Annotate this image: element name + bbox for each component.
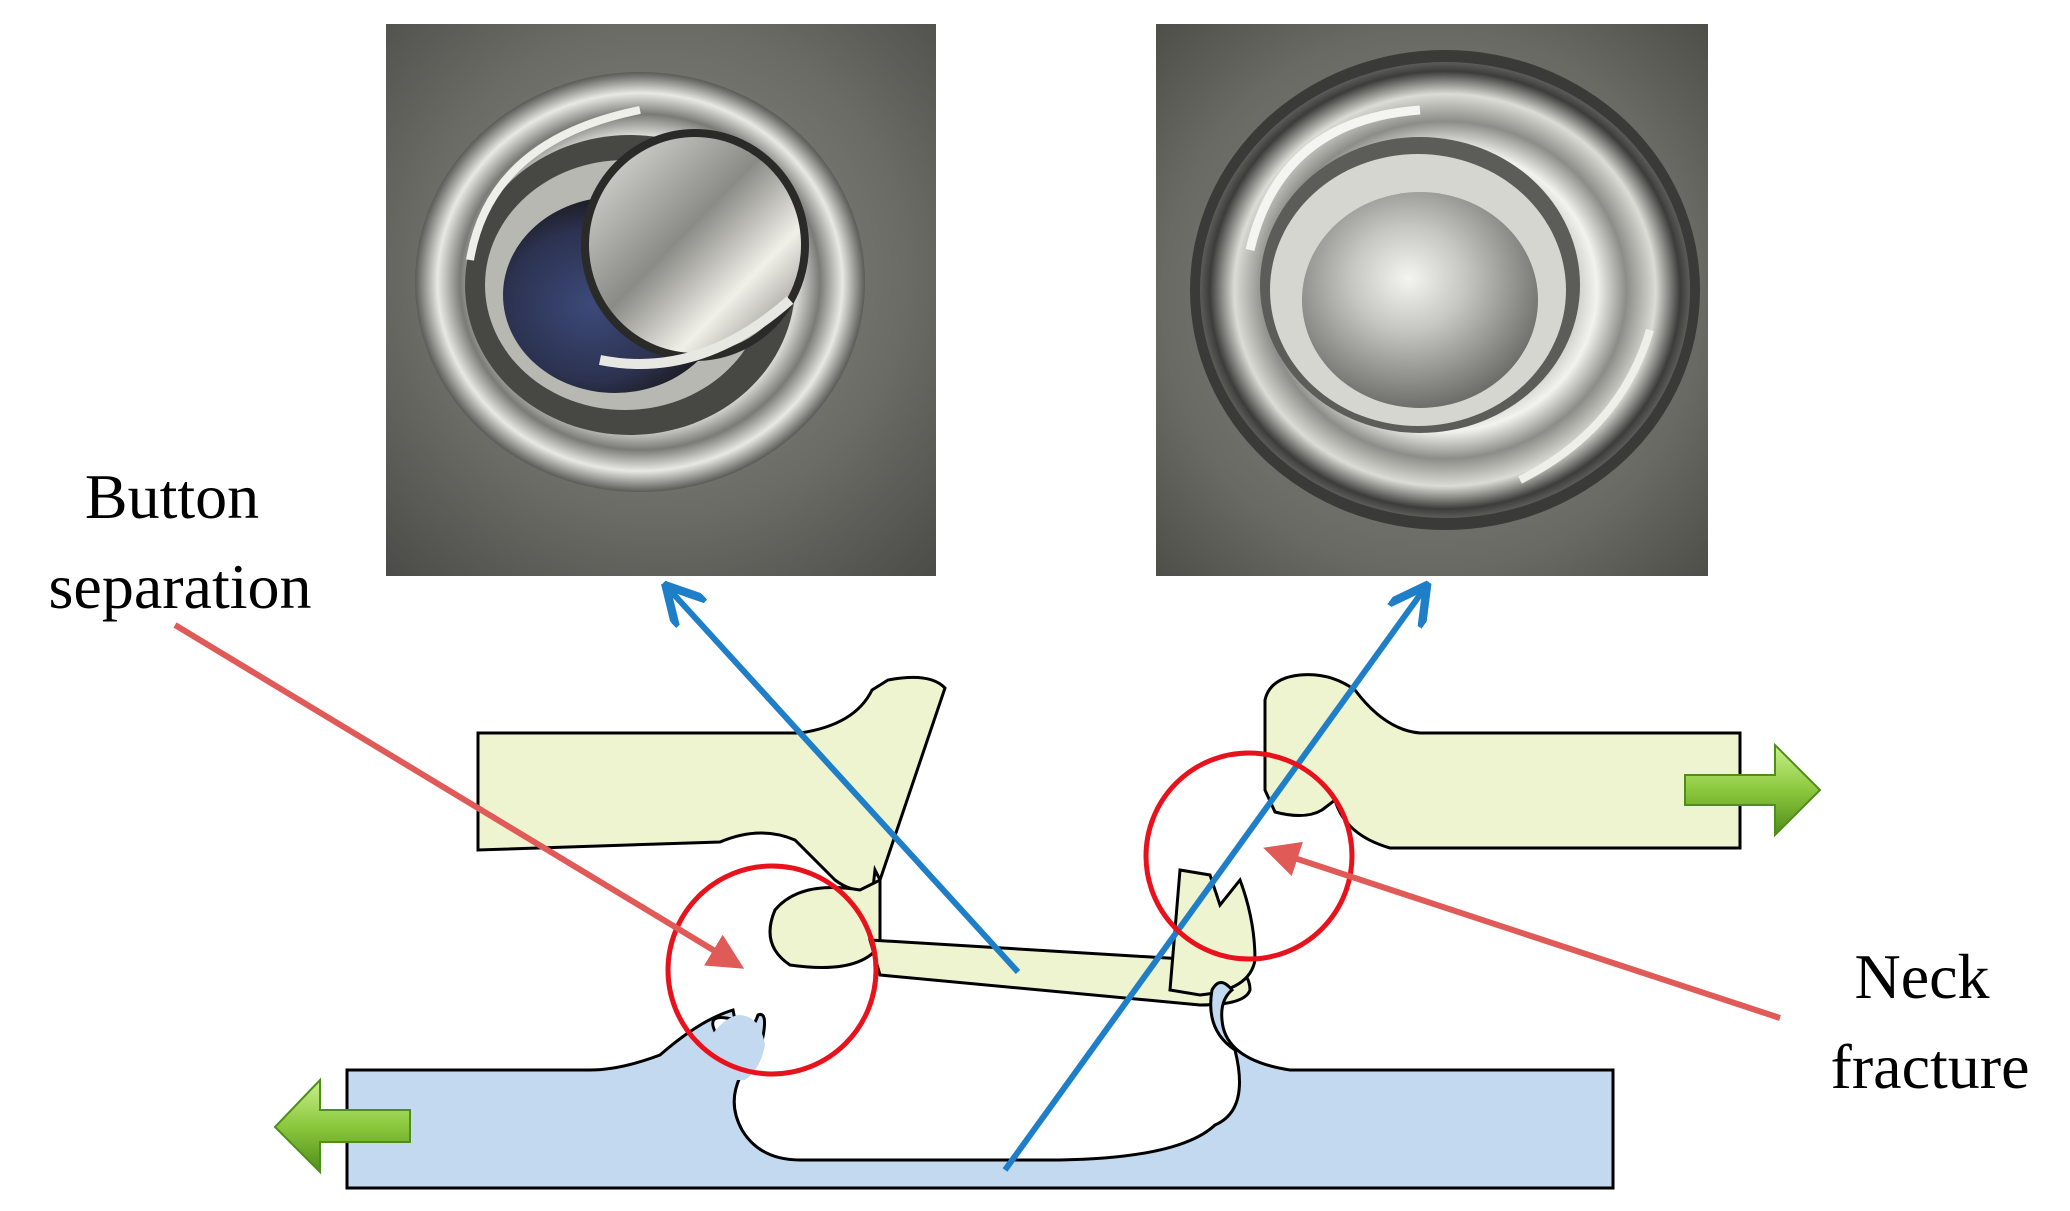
button-separation-label-line2: separation (49, 551, 312, 622)
lower-sheet-pull-arrow (273, 1077, 411, 1175)
lower-sheet (345, 981, 1615, 1190)
button-separation-circle (665, 863, 879, 1077)
lower-sheet-left-peak (695, 1015, 765, 1080)
upper-sheet-left (476, 675, 947, 892)
neck-fracture-label-line1: Neck (1854, 941, 1989, 1012)
neck-fracture-pointer (1263, 841, 1781, 1021)
button-separation-label-line1: Button (85, 461, 259, 532)
blue-leader-line-right (1002, 588, 1425, 1172)
neck-fracture-circle (1143, 750, 1355, 962)
upper-sheet-pull-arrow (1684, 742, 1822, 838)
neck-fracture-photo (1156, 24, 1708, 576)
button-separation-photo (386, 24, 936, 576)
blue-leader-line-left (668, 588, 1021, 975)
button-separation-label: Button separation (49, 461, 312, 622)
button-separation-pointer (173, 622, 745, 969)
neck-fracture-label-line2: fracture (1831, 1031, 2030, 1102)
upper-sheet-right (1263, 673, 1742, 850)
neck-fracture-label: Neck fracture (1831, 941, 2030, 1102)
